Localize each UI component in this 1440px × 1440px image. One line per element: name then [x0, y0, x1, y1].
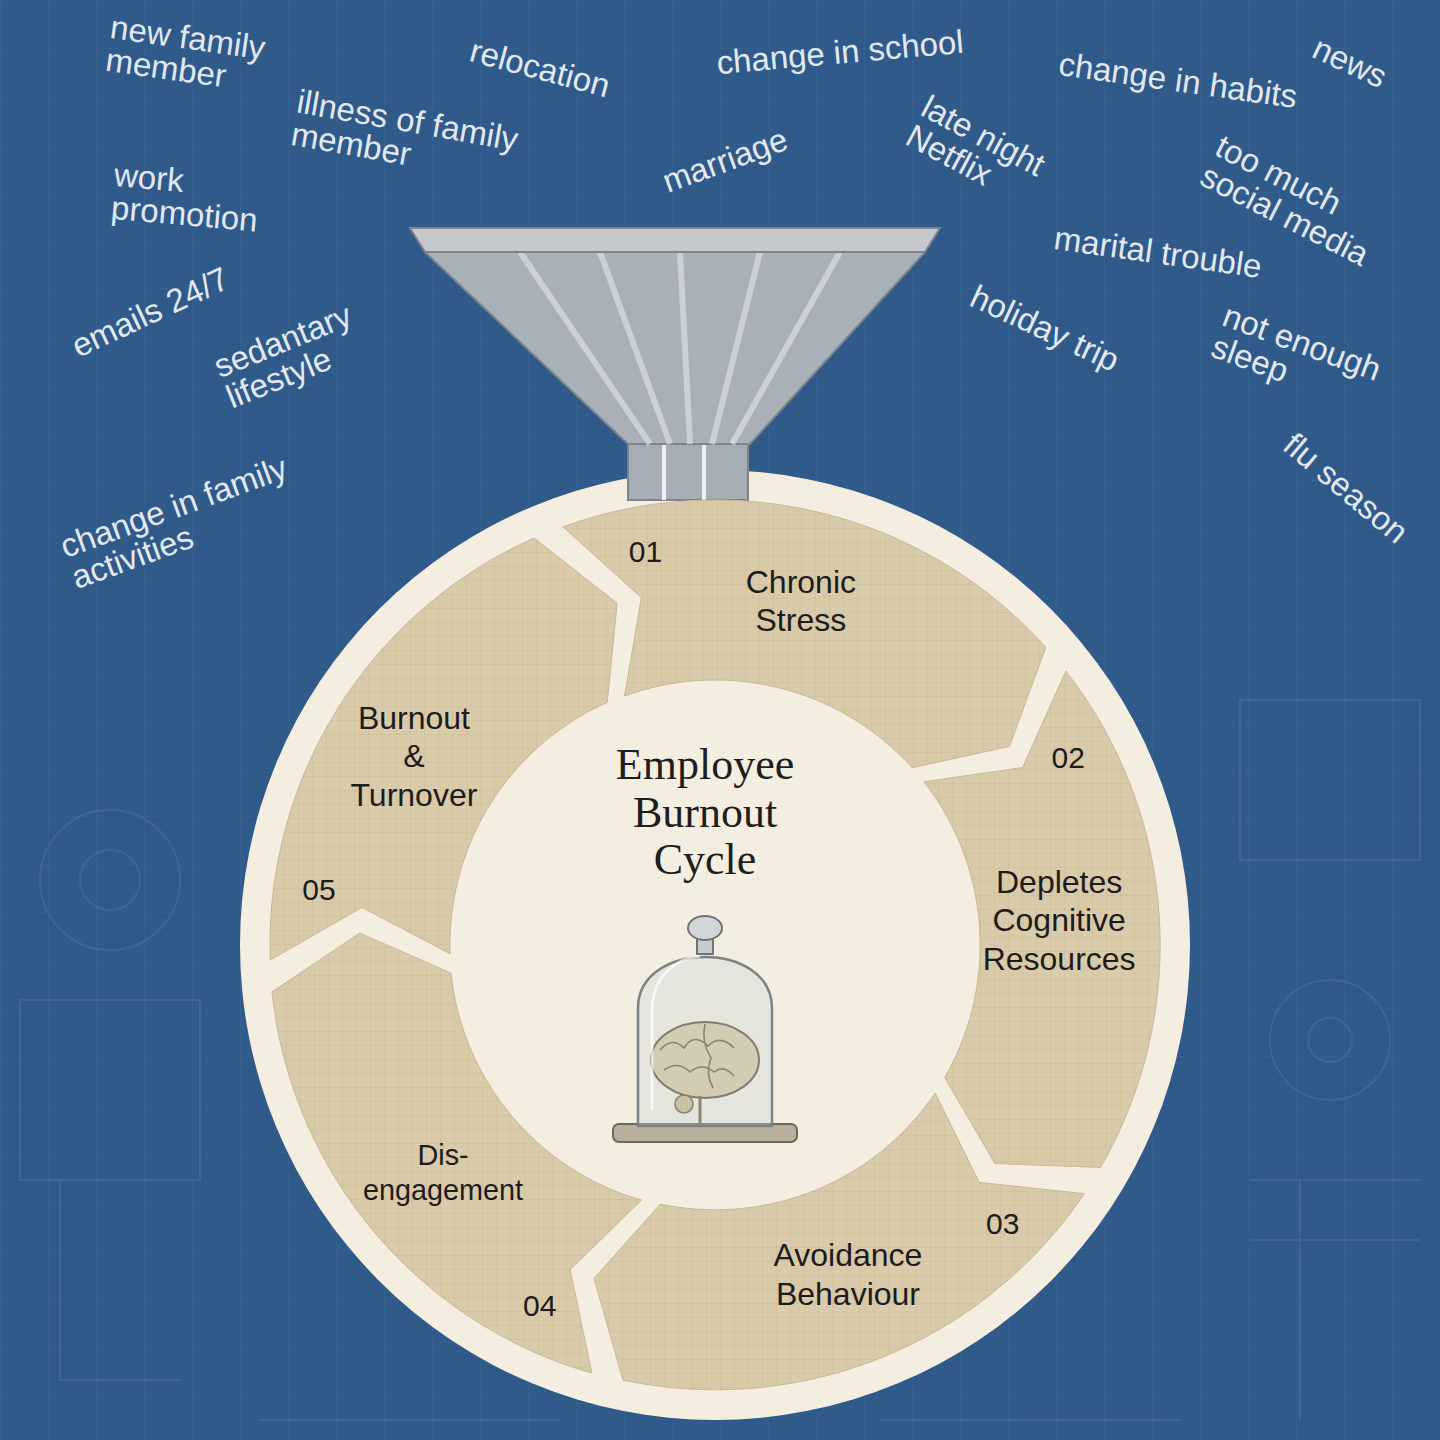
- cycle-step: 03Avoidance Behaviour: [594, 1093, 1084, 1390]
- machine-sketch: [20, 700, 1420, 1420]
- cycle-step: 04 Dis- engagement: [272, 933, 642, 1373]
- step-number: 03: [986, 1206, 1019, 1239]
- step-label: Avoidance Behaviour: [774, 1236, 923, 1313]
- funnel: [410, 228, 940, 500]
- step-label: Dis- engagement: [363, 1139, 523, 1208]
- glass-dome: [638, 957, 772, 1126]
- funnel-cone: [425, 252, 925, 444]
- step-number: 01: [629, 535, 662, 568]
- glass-highlight: [652, 956, 700, 1110]
- diagram-title: Employee Burnout Cycle: [616, 741, 794, 884]
- step-label: Chronic Stress: [746, 562, 856, 639]
- step-number: 02: [1051, 741, 1084, 774]
- bell-jar-brain: [613, 916, 797, 1142]
- step-arrow-path: [594, 1093, 1084, 1390]
- cycle-step: 02Depletes Cognitive Resources: [924, 671, 1160, 1167]
- funnel-rim: [410, 228, 940, 252]
- step-label: Depletes Cognitive Resources: [983, 863, 1136, 978]
- sketch-hub: [80, 850, 140, 910]
- step-arrow-path: [924, 671, 1160, 1167]
- sketch-frame: [20, 1000, 200, 1380]
- cycle-step: 05 Burnout & Turnover: [270, 538, 617, 960]
- step-label: Burnout & Turnover: [351, 699, 478, 814]
- step-arrow-path: [563, 500, 1046, 768]
- sketch-wheel: [40, 810, 180, 950]
- stressor-label: work promotion: [110, 158, 280, 238]
- step-arrow-path: [272, 933, 642, 1373]
- step-arrow-path: [270, 538, 617, 960]
- funnel-shading: [520, 252, 840, 444]
- step-number: 04: [523, 1288, 556, 1321]
- cycle-step: 01Chronic Stress: [563, 500, 1046, 768]
- funnel-spout: [628, 440, 748, 500]
- step-number: 05: [302, 873, 335, 906]
- jar-knob: [688, 916, 722, 940]
- spout-tubes: [664, 440, 704, 500]
- outer-circle: [240, 470, 1190, 1420]
- sketch-hub: [1308, 1018, 1352, 1062]
- sketch-wheel: [1270, 980, 1390, 1100]
- sketch-frame: [1240, 700, 1420, 1420]
